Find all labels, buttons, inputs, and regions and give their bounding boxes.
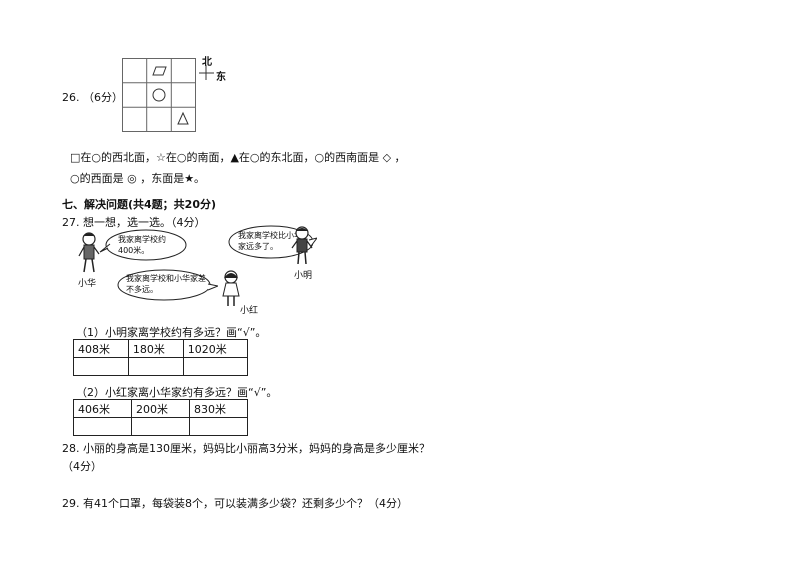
option-cell: 200米 (131, 399, 190, 418)
answer-cell[interactable] (73, 417, 132, 436)
section-title: 七、解决问题(共4题；共20分) (62, 198, 217, 211)
circle-shape (152, 88, 166, 102)
q27-label: 27. 想一想，选一选。（4分） (62, 216, 206, 229)
compass-north-label: 北 (202, 57, 212, 68)
q27-sub2: （2）小红家离小华家约有多远？画“√”。 (76, 386, 278, 399)
q26-text-line2: ○的西面是 ◎ ，东面是★。 (70, 172, 206, 185)
xiaohua-bubble-text: 我家离学校约400米。 (118, 235, 166, 255)
answer-cell[interactable] (189, 417, 248, 436)
xiaohua-figure (76, 232, 102, 277)
xiaohong-name: 小红 (240, 306, 259, 316)
xiaohong-figure (220, 270, 242, 311)
compass-icon (198, 54, 228, 84)
option-cell: 1020米 (182, 339, 249, 358)
q26-label: 26. （6分） (62, 91, 123, 104)
q27-sub2-table: 406米 200米 830米 (73, 399, 248, 436)
q27-sub1: （1）小明家离学校约有多远？画“√”。 (76, 326, 267, 339)
compass-east-label: 东 (216, 72, 226, 83)
xiaoming-bubble-text: 我家离学校比小华家远多了。 (238, 231, 302, 251)
option-cell: 830米 (189, 399, 248, 418)
direction-grid (122, 58, 196, 132)
option-cell: 408米 (73, 339, 129, 358)
xiaohua-name: 小华 (78, 279, 97, 289)
q28-text-line1: 28. 小丽的身高是130厘米，妈妈比小丽高3分米，妈妈的身高是多少厘米？ (62, 442, 430, 455)
triangle-shape (177, 111, 189, 125)
xiaohua-speech-bubble (98, 228, 188, 265)
parallelogram-shape (152, 66, 167, 76)
answer-cell[interactable] (131, 417, 190, 436)
q26-text-line1: □在○的西北面，☆在○的南面，▲在○的东北面，○的西南面是 ◇ ， (70, 151, 406, 164)
answer-cell[interactable] (127, 357, 184, 376)
answer-cell[interactable] (182, 357, 249, 376)
xiaoming-speech-bubble (225, 224, 319, 263)
q28-text-line2: （4分） (62, 460, 102, 473)
q27-sub1-table: 408米 180米 1020米 (73, 339, 249, 376)
xiaohong-speech-bubble (114, 268, 220, 305)
xiaohong-bubble-text: 我家离学校和小华家差不多远。 (126, 274, 206, 294)
xiaoming-name: 小明 (294, 271, 313, 281)
xiaoming-figure (290, 226, 314, 269)
q29-text: 29. 有41个口罩，每袋装8个，可以装满多少袋？还剩多少个？（4分） (62, 497, 408, 510)
option-cell: 180米 (127, 339, 184, 358)
option-cell: 406米 (73, 399, 132, 418)
answer-cell[interactable] (73, 357, 129, 376)
